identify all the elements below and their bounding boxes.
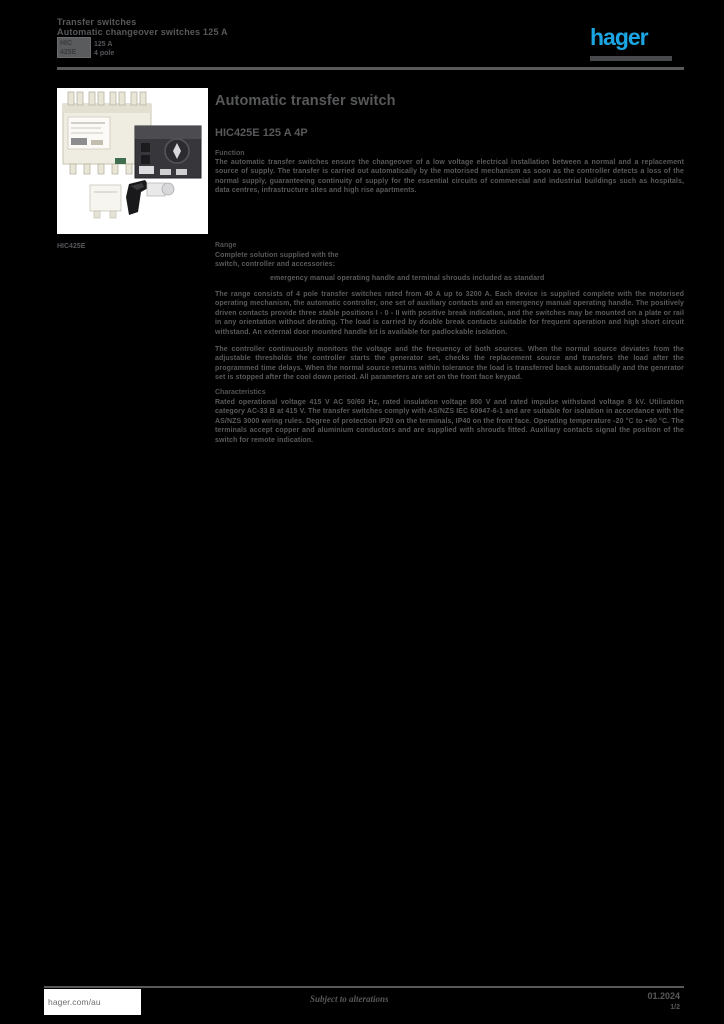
section-label-function: Function <box>215 150 245 157</box>
footer-page-number: 1/2 <box>670 1004 680 1011</box>
hager-logo-baseline <box>590 56 672 61</box>
operation-paragraph: The controller continuously monitors the… <box>215 346 684 382</box>
range-intro-line3: emergency manual operating handle and te… <box>270 275 545 282</box>
section-label-range: Range <box>215 242 237 249</box>
range-intro-line2: switch, controller and accessories: <box>215 261 336 268</box>
product-heading: Automatic transfer switch <box>215 93 396 109</box>
function-paragraph: The automatic transfer switches ensure t… <box>215 159 684 195</box>
photo-caption: HIC425E <box>57 243 86 250</box>
characteristics-paragraph: Rated operational voltage 415 V AC 50/60… <box>215 399 684 444</box>
section-label-characteristics: Characteristics <box>215 389 266 396</box>
website-box: hager.com/au <box>44 989 141 1015</box>
reference-code-line2: 425E <box>60 49 77 56</box>
footer-page-block: 01.2024 1/2 <box>600 991 680 1013</box>
doc-title-line2: Automatic changeover switches 125 A <box>57 27 228 37</box>
range-intro-line1: Complete solution supplied with the <box>215 252 339 259</box>
doc-title-line1: Transfer switches <box>57 17 137 27</box>
footer-divider <box>44 986 684 988</box>
transfer-switch-illustration <box>62 91 202 219</box>
range-paragraph: The range consists of 4 pole transfer sw… <box>215 291 684 336</box>
reference-note-line1: 125 A <box>94 41 113 48</box>
reference-box: HIC 425E <box>57 37 91 58</box>
product-photo <box>57 88 208 234</box>
hager-logo: hager <box>590 24 649 50</box>
footer-date: 01.2024 <box>647 991 680 1001</box>
website-link[interactable]: hager.com/au <box>48 997 101 1007</box>
reference-code-line1: HIC <box>60 40 73 47</box>
product-subheading: HIC425E 125 A 4P <box>215 127 308 139</box>
header-divider <box>57 67 684 70</box>
footer-note: Subject to alterations <box>310 994 389 1004</box>
reference-note-line2: 4 pole <box>94 50 115 57</box>
